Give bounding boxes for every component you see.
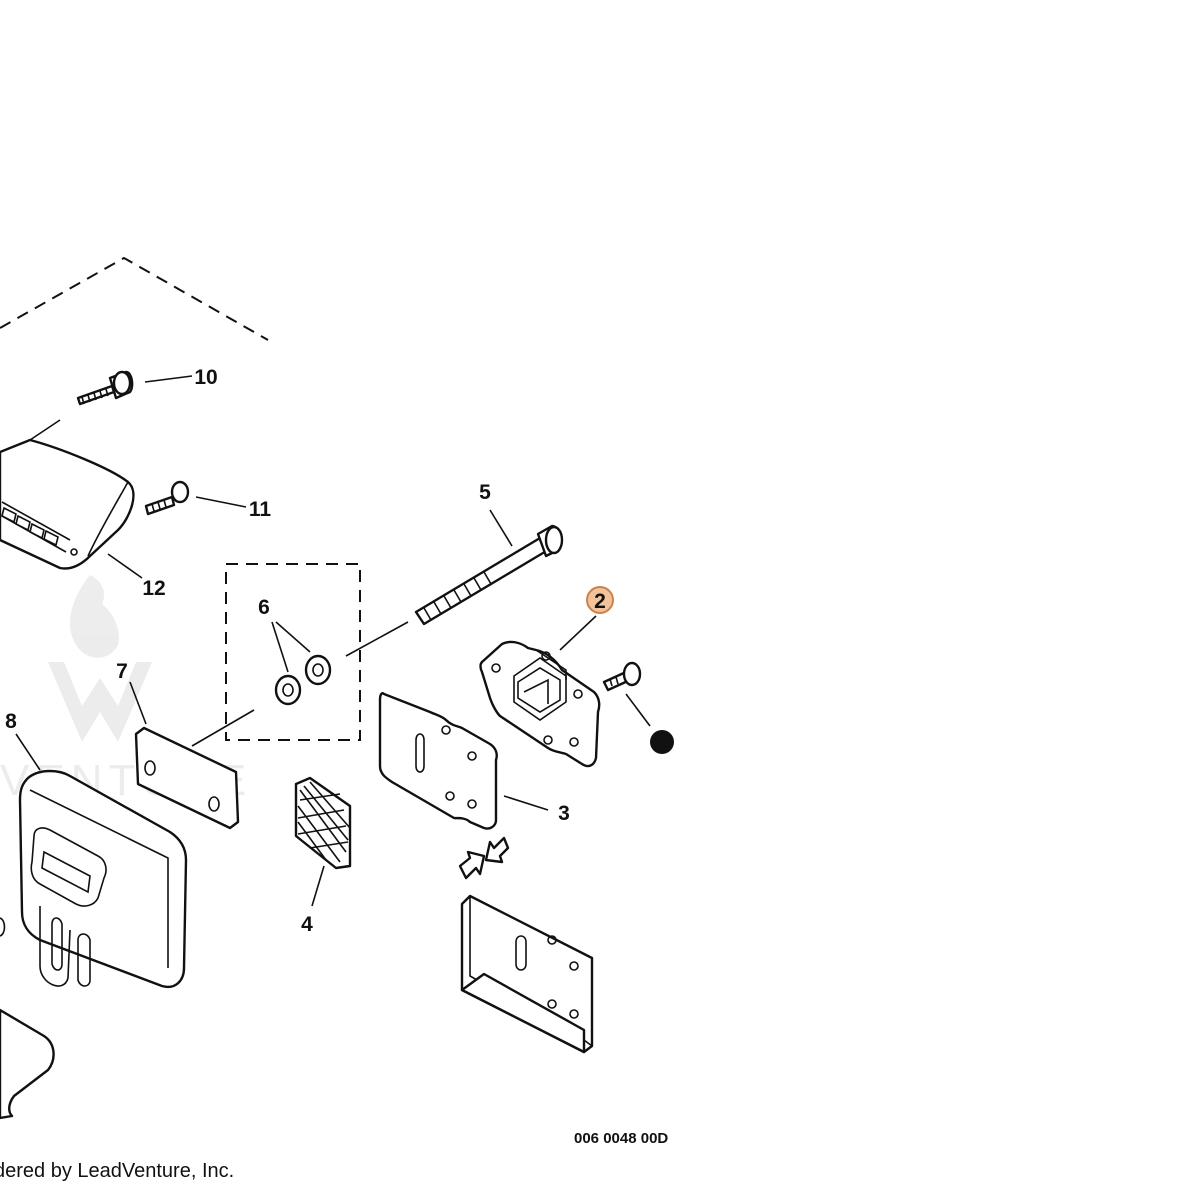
part-3-gasket [378,692,549,830]
callout-2-label: 2 [594,590,606,613]
assembly-outline [0,256,269,341]
part-8-muffler [0,733,188,989]
alternative-arrows-icon [458,836,510,880]
part-12-cover-shroud [0,419,143,579]
callout-3-label: 3 [558,802,570,825]
part-2-flange [479,615,601,768]
callout-12-label: 12 [142,577,165,600]
drawing-number: 006 0048 00D [574,1130,669,1147]
callout-7-label: 7 [116,660,128,683]
heat-shield-fragment [0,1008,55,1120]
part-4-spark-screen [294,776,352,907]
part-5-long-bolt [345,509,564,657]
callout-11-label: 11 [249,498,272,521]
callout-10-label: 10 [194,366,217,389]
shield-bracket [460,894,594,1054]
part-7-gasket [129,681,240,830]
callout-4-label: 4 [301,913,313,936]
part-10-bolt [76,370,193,406]
callout-6-label: 6 [258,596,270,619]
footer-credit: dered by LeadVenture, Inc. [0,1160,235,1182]
callout-1-label: 1 [656,731,668,754]
callout-5-label: 5 [479,481,491,504]
part-6-group-box [191,563,361,747]
part-11-screw [144,480,247,516]
callout-8-label: 8 [5,710,17,733]
part-1-screw: 1 [602,661,674,754]
callout-2-highlight[interactable]: 2 [586,586,614,614]
